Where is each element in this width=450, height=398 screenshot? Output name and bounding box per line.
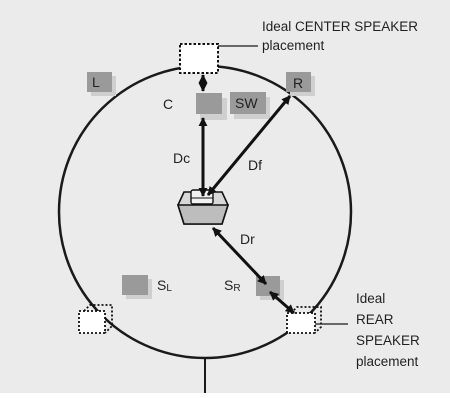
surround-left-main: S [157,277,166,293]
speaker-center-label: C [163,96,173,112]
rear-note-line2: REAR [356,312,394,327]
distance-front-label: Df [248,157,262,173]
rear-note-line1: Ideal [356,291,385,306]
listener-chair-icon [176,189,230,225]
speaker-surround-right-label: SR [224,277,241,294]
surround-right-main: S [224,277,233,293]
surround-right-sub: R [233,283,240,294]
ideal-rear-left-box [78,304,113,334]
ideal-rear-right-box [286,306,322,334]
rear-note-line3: SPEAKER [356,333,420,348]
surround-left-sub: L [166,283,172,294]
center-note-line1: Ideal CENTER SPEAKER [262,19,418,34]
arrow-dr [211,226,268,286]
speaker-subwoofer: SW [230,92,270,119]
arrow-rear-to-ideal [269,290,295,315]
speaker-left: L [87,72,116,96]
distance-center-label: Dc [173,150,190,166]
speaker-subwoofer-label: SW [235,95,258,111]
center-note-line2: placement [262,38,325,53]
distance-rear-label: Dr [240,231,255,247]
speaker-surround-left [122,275,152,299]
speaker-right-label: R [293,75,303,91]
arrow-df [206,95,292,196]
speaker-left-label: L [92,74,100,90]
speaker-right: R [286,72,315,96]
speaker-surround-left-label: SL [157,277,172,294]
ideal-center-placement-box [179,43,219,74]
rear-note-line4: placement [356,354,419,369]
